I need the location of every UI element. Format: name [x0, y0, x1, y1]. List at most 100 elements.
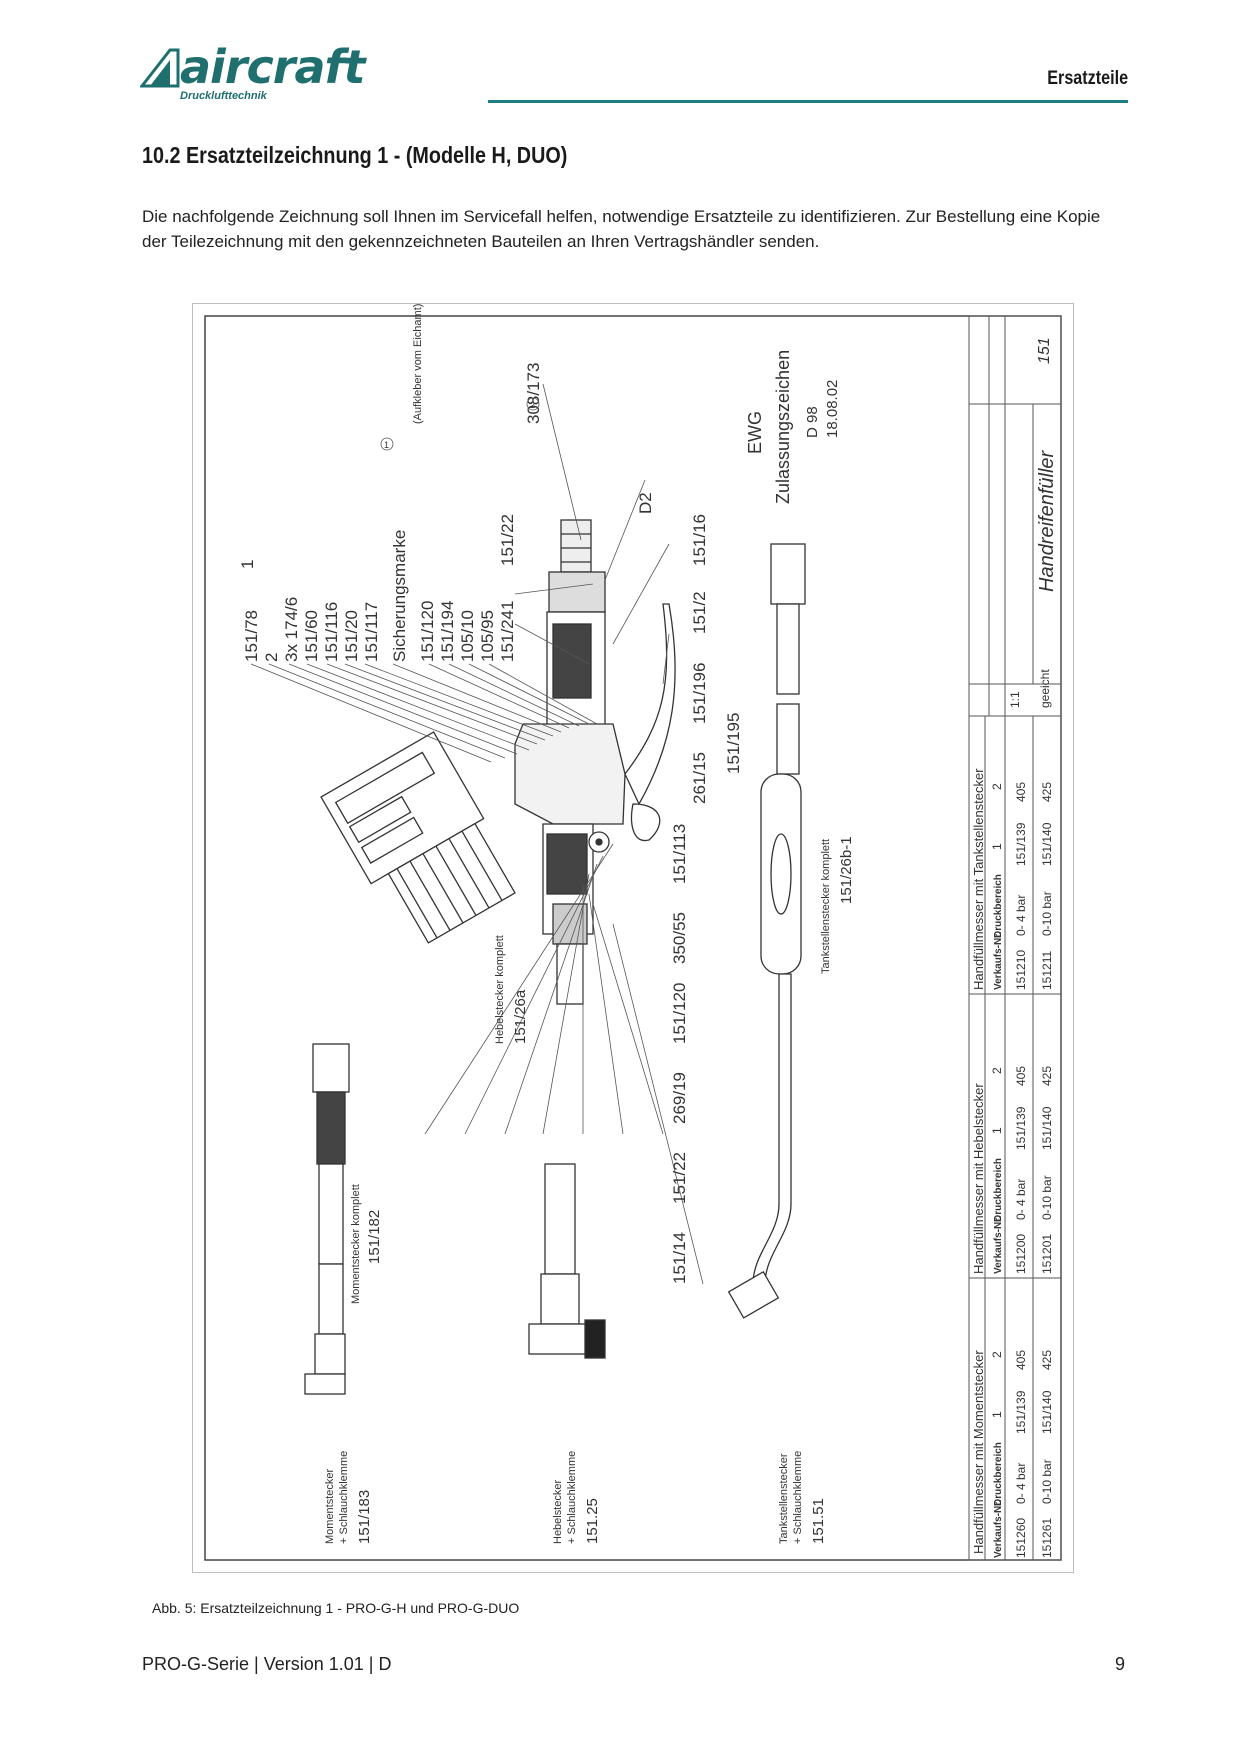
- table-group-hebel: Handfüllmesser mit Hebelstecker: [971, 1083, 986, 1274]
- table-col-2: 2: [990, 1067, 1004, 1074]
- zulassung-date: 18.08.02: [824, 380, 841, 438]
- drawing-svg: Handfüllmesser mit Momentstecker Handfül…: [204, 304, 1062, 1561]
- title-block-name: Handreifenfüller: [1036, 449, 1058, 592]
- ewg-label: EWG: [745, 411, 765, 454]
- part-label: 105/10: [458, 610, 477, 662]
- table-rows: Handfüllmesser mit Momentstecker Handfül…: [971, 768, 1054, 1558]
- table-cell: 405: [1014, 782, 1028, 802]
- moment-connector-drawing: [304, 1043, 350, 1395]
- table-cell: 405: [1014, 1350, 1028, 1370]
- table-col-verkauf: Verkaufs-Nr.: [993, 1215, 1004, 1274]
- table-col-verkauf: Verkaufs-Nr.: [993, 931, 1004, 990]
- moment-title: Momentstecker: [324, 1468, 336, 1544]
- part-label: 151/113: [670, 824, 689, 884]
- approval-mark: EWG Zulassungszeichen D 98 18.08.02: [745, 350, 841, 504]
- part-label: 151/195: [724, 713, 743, 774]
- title-block-scale: 1:1: [1008, 691, 1022, 708]
- table-cell: 151/140: [1040, 1106, 1054, 1150]
- hebel-komplett-number: 151/26a: [512, 989, 529, 1044]
- part-label: 151/196: [690, 663, 709, 724]
- table-col-druck: Druckbereich: [993, 1158, 1004, 1222]
- zulassung-d: D 98: [804, 406, 821, 438]
- table-cell: 151/140: [1040, 822, 1054, 866]
- part-label: 269/19: [670, 1072, 689, 1124]
- moment-komplett-label: Momentstecker komplett: [350, 1184, 362, 1304]
- table-col-druck: Druckbereich: [993, 1442, 1004, 1506]
- logo-wordmark: aircraft: [180, 40, 365, 94]
- table-cell: 405: [1014, 1066, 1028, 1086]
- table-cell: 0-10 bar: [1040, 1175, 1054, 1220]
- table-cell: 151261: [1040, 1518, 1054, 1558]
- title-block: [968, 315, 1062, 717]
- part-label: 151/116: [322, 602, 341, 662]
- moment-number: 151/183: [356, 1490, 373, 1544]
- part-label: Sicherungsmarke: [390, 530, 409, 662]
- table-cell: 425: [1040, 1066, 1054, 1086]
- hebel-number: 151.25: [584, 1498, 601, 1544]
- circle-marker: 2: [530, 400, 535, 410]
- leader-lines: [250, 383, 704, 1285]
- footer-document-info: PRO-G-Serie | Version 1.01 | D: [142, 1654, 392, 1674]
- header-section-title: Ersatzteile: [1047, 68, 1128, 89]
- table-col-2: 2: [990, 783, 1004, 790]
- table-col-1: 1: [990, 1127, 1004, 1134]
- table-cell: 151/139: [1014, 822, 1028, 866]
- part-label: 3x 174/6: [282, 597, 301, 662]
- table-cell: 151/139: [1014, 1106, 1028, 1150]
- table-cell: 151210: [1014, 950, 1028, 990]
- figure-caption: Abb. 5: Ersatzteilzeichnung 1 - PRO-G-H …: [152, 1600, 520, 1616]
- table-cell: 151201: [1040, 1234, 1054, 1274]
- part-label: 261/15: [690, 752, 709, 804]
- table-cell: 0- 4 bar: [1014, 1179, 1028, 1220]
- section-heading: 10.2 Ersatzteilzeichnung 1 - (Modelle H,…: [142, 142, 568, 168]
- tank-connector-drawing: [727, 543, 806, 1319]
- table-col-1: 1: [990, 843, 1004, 850]
- moment-sub: + Schlauchklemme: [338, 1451, 350, 1544]
- table-cell: 151/140: [1040, 1390, 1054, 1434]
- table-group-tank: Handfüllmesser mit Tankstellenstecker: [971, 768, 986, 990]
- aircraft-logo: aircraft Drucklufttechnik: [140, 40, 370, 106]
- spare-parts-drawing: Handfüllmesser mit Momentstecker Handfül…: [192, 303, 1074, 1573]
- tire-inflator-gun: [320, 519, 676, 1005]
- table-group-moment: Handfüllmesser mit Momentstecker: [971, 1350, 986, 1554]
- table-cell: 151260: [1014, 1518, 1028, 1558]
- tank-title: Tankstellenstecker: [778, 1453, 790, 1544]
- table-col-druck: Druckbereich: [993, 874, 1004, 938]
- tank-sub: + Schlauchklemme: [792, 1451, 804, 1544]
- part-labels-lower: 151/196 151/195 261/15 151/113 350/55 15…: [670, 663, 743, 1284]
- part-label: 151/22: [670, 1152, 689, 1204]
- hebel-komplett-label: Hebelstecker komplett: [494, 935, 506, 1044]
- part-label: 151/22: [498, 514, 517, 566]
- part-label: 151/117: [362, 602, 381, 662]
- table-cell: 151211: [1040, 951, 1054, 990]
- moment-komplett-number: 151/182: [366, 1210, 383, 1264]
- hebel-sub: + Schlauchklemme: [566, 1451, 578, 1544]
- part-label: 151/2: [690, 591, 709, 634]
- part-label: 151/194: [438, 601, 457, 662]
- part-label: 2: [262, 653, 281, 662]
- table-cell: 0-10 bar: [1040, 1459, 1054, 1504]
- footer-page-number: 9: [1115, 1654, 1126, 1674]
- part-label: 151/120: [670, 983, 689, 1044]
- intro-paragraph: Die nachfolgende Zeichnung soll Ihnen im…: [142, 207, 1101, 251]
- table-cell: 151200: [1014, 1234, 1028, 1274]
- part-label: 308/173: [524, 363, 543, 424]
- part-label: 151/20: [342, 610, 361, 662]
- table-cell: 425: [1040, 782, 1054, 802]
- part-label: 151/78: [242, 610, 261, 662]
- table-col-verkauf: Verkaufs-Nr.: [993, 1499, 1004, 1558]
- zulassung-label: Zulassungszeichen: [773, 350, 793, 504]
- tank-komplett-number: 151/26b-1: [838, 836, 855, 904]
- part-label: 151/16: [690, 514, 709, 566]
- circle-marker: 1: [384, 440, 389, 450]
- title-block-number: 151: [1036, 337, 1053, 364]
- sicherung-note: (Aufkleber vom Eichamt): [412, 304, 424, 424]
- hebel-title: Hebelstecker: [552, 1479, 564, 1544]
- table-cell: 151/139: [1014, 1390, 1028, 1434]
- tank-komplett-label: Tankstellenstecker komplett: [820, 839, 832, 974]
- table-cell: 0-10 bar: [1040, 891, 1054, 936]
- part-label-1: 1: [238, 560, 257, 569]
- logo-triangle-icon: [140, 48, 180, 88]
- header-rule: [488, 100, 1128, 103]
- part-label: 350/55: [670, 912, 689, 964]
